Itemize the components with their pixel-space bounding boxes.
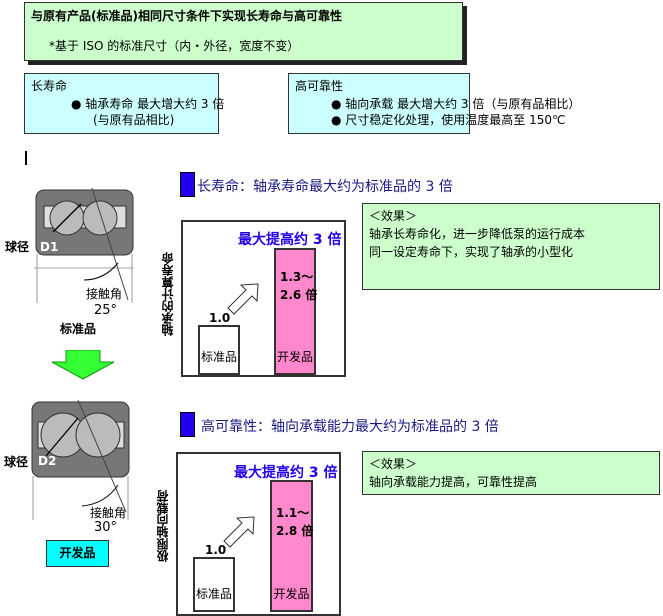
summary-title: 与原有产品(标准品)相同尺寸条件下实现长寿命与高可靠性 bbox=[31, 9, 342, 23]
feature-bullet-cont: (与原有品相比) bbox=[93, 113, 175, 127]
increase-arrow-icon bbox=[227, 283, 259, 315]
section-marker-icon bbox=[180, 172, 195, 197]
summary-box: 与原有产品(标准品)相同尺寸条件下实现长寿命与高可靠性 *基于 ISO 的标准尺… bbox=[24, 2, 463, 61]
effect-title: ＜效果＞ bbox=[369, 457, 418, 471]
section-marker-icon bbox=[180, 412, 195, 437]
bar-developed: 开发品 bbox=[270, 480, 313, 612]
feature-title: 长寿命 bbox=[31, 79, 68, 93]
effect-line: 同一设定寿命下，实现了轴承的小型化 bbox=[369, 245, 574, 259]
bar-label: 开发品 bbox=[273, 587, 310, 601]
bar-standard: 标准品 bbox=[193, 557, 235, 612]
contact-angle-value: 25° bbox=[94, 303, 118, 318]
feature-title: 高可靠性 bbox=[295, 79, 344, 93]
bearing-standard-diagram bbox=[34, 188, 134, 303]
ball-code: D2 bbox=[38, 454, 57, 468]
chart-y-label: 轴承的计算寿命 bbox=[161, 252, 175, 336]
bar-label: 开发品 bbox=[276, 350, 313, 364]
effect-box-reliability: ＜效果＞ 轴向承载能力提高，可靠性提高 bbox=[362, 451, 660, 495]
bearing-name-standard: 标准品 bbox=[60, 322, 97, 336]
bar-value-developed: 1.1～ bbox=[276, 506, 310, 520]
bar-standard: 标准品 bbox=[198, 325, 240, 375]
bar-value-standard: 1.0 bbox=[205, 543, 227, 557]
bar-label: 标准品 bbox=[200, 350, 237, 364]
ball-diameter-label: 球径 bbox=[5, 240, 30, 254]
effect-line: 轴向承载能力提高，可靠性提高 bbox=[369, 475, 538, 489]
bar-value-developed: 2.8 倍 bbox=[276, 524, 314, 538]
section-heading-long-life: 长寿命：轴承寿命最大约为标准品的 3 倍 bbox=[197, 179, 453, 195]
effect-box-life: ＜效果＞ 轴承长寿命化，进一步降低泵的运行成本 同一设定寿命下，实现了轴承的小型… bbox=[362, 203, 660, 290]
bearing-name-developed: 开发品 bbox=[46, 540, 109, 567]
bar-label: 标准品 bbox=[195, 587, 232, 601]
bearing-developed-diagram bbox=[31, 400, 130, 520]
bar-value-standard: 1.0 bbox=[209, 311, 231, 325]
summary-note: *基于 ISO 的标准尺寸（内・外径，宽度不变） bbox=[49, 39, 300, 53]
ball-code: D1 bbox=[40, 240, 59, 254]
effect-title: ＜效果＞ bbox=[369, 209, 418, 223]
contact-angle-value: 30° bbox=[94, 520, 118, 535]
contact-angle-label: 接触角 bbox=[90, 506, 127, 520]
bar-developed: 开发品 bbox=[274, 248, 316, 375]
bar-value-developed: 1.3～ bbox=[280, 270, 314, 284]
section-heading-reliability: 高可靠性：轴向承载能力最大约为标准品的 3 倍 bbox=[201, 419, 499, 435]
feature-bullet: ● 尺寸稳定化处理，使用温度最高至 150℃ bbox=[331, 113, 566, 127]
increase-arrow-icon bbox=[223, 516, 255, 548]
effect-line: 轴承长寿命化，进一步降低泵的运行成本 bbox=[369, 227, 586, 241]
feature-long-life: 长寿命 ● 轴承寿命 最大增大约 3 倍 (与原有品相比) bbox=[24, 73, 224, 134]
feature-reliability: 高可靠性 ● 轴向承载 最大增大约 3 倍（与原有品相比） ● 尺寸稳定化处理，… bbox=[288, 73, 580, 134]
max-improvement-label: 最大提高约 3 倍 bbox=[234, 465, 338, 481]
ball-diameter-label: 球径 bbox=[4, 455, 29, 469]
max-improvement-label: 最大提高约 3 倍 bbox=[238, 232, 342, 248]
bar-value-developed: 2.6 倍 bbox=[280, 288, 318, 302]
feature-bullet: ● 轴向承载 最大增大约 3 倍（与原有品相比） bbox=[331, 97, 581, 111]
divider-mark bbox=[25, 151, 27, 165]
contact-angle-label: 接触角 bbox=[86, 287, 123, 301]
feature-bullet: ● 轴承寿命 最大增大约 3 倍 bbox=[71, 97, 225, 111]
down-arrow-icon bbox=[51, 350, 115, 380]
chart-y-label: 极限轴向载荷 bbox=[156, 490, 170, 562]
